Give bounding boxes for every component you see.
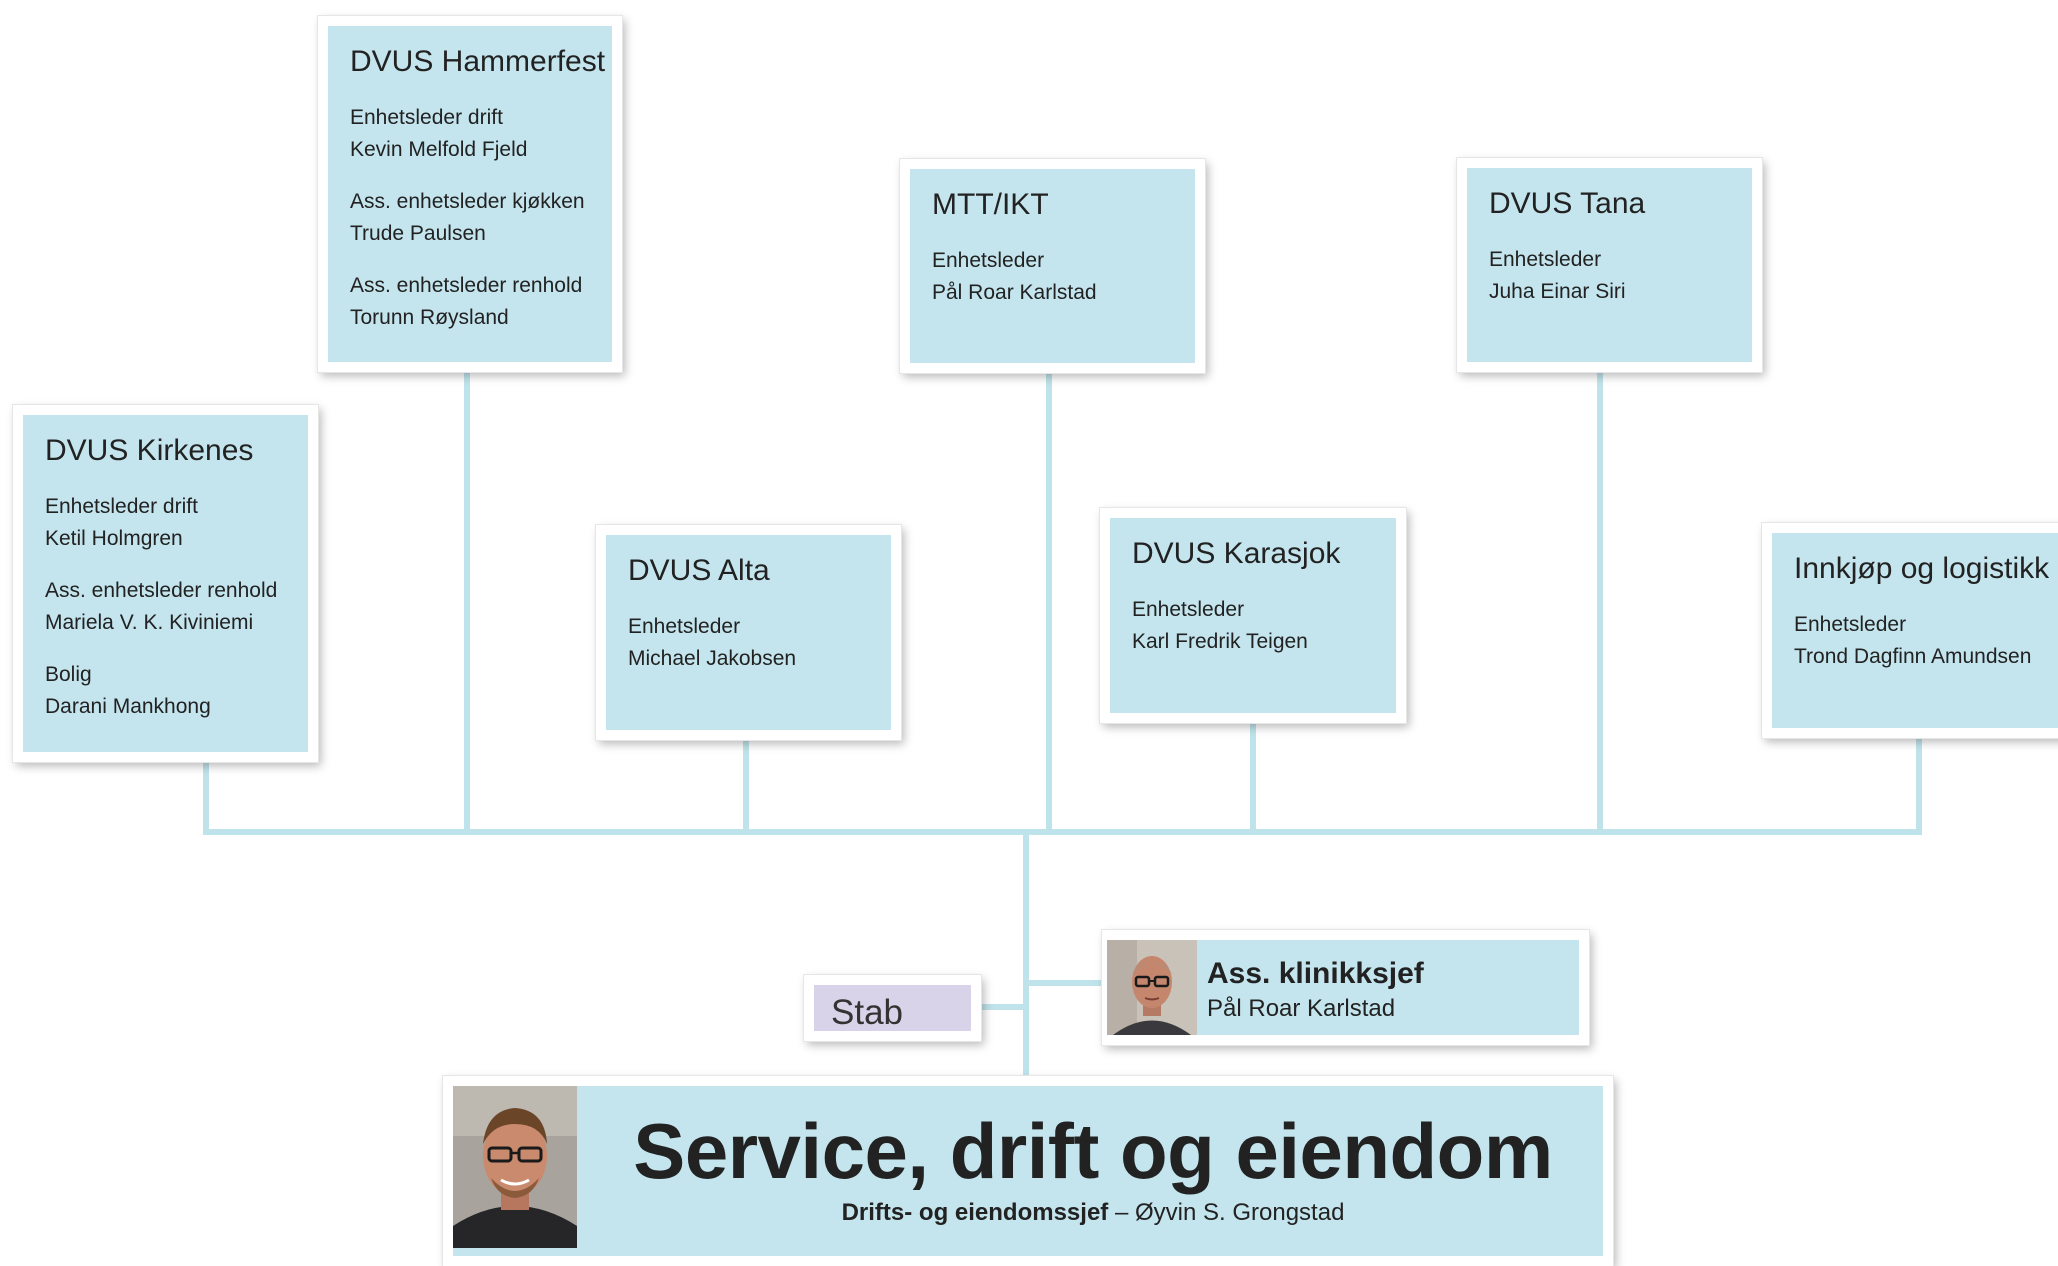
role-entry: Ass. enhetsleder renhold Mariela V. K. K… bbox=[45, 575, 288, 639]
role-entry: Enhetsleder Trond Dagfinn Amundsen bbox=[1794, 609, 2048, 673]
connector-assistant bbox=[1026, 980, 1104, 986]
unit-box-alta: DVUS Alta Enhetsleder Michael Jakobsen bbox=[596, 525, 901, 740]
stab-box: Stab bbox=[804, 975, 981, 1041]
role-title: Ass. enhetsleder renhold bbox=[350, 274, 583, 297]
leader-name: Øyvin S. Grongstad bbox=[1134, 1199, 1345, 1226]
unit-box-hammerfest: DVUS Hammerfest Enhetsleder drift Kevin … bbox=[318, 16, 622, 372]
role-title: Enhetsleder bbox=[932, 249, 1045, 272]
department-box: Service, drift og eiendom Drifts- og eie… bbox=[443, 1076, 1613, 1266]
avatar-image bbox=[1107, 940, 1197, 1035]
stab-label: Stab bbox=[831, 993, 903, 1032]
department-leader-line: Drifts- og eiendomssjef – Øyvin S. Grong… bbox=[593, 1198, 1593, 1228]
person-name: Pål Roar Karlstad bbox=[932, 281, 1097, 304]
unit-box-tana: DVUS Tana Enhetsleder Juha Einar Siri bbox=[1457, 158, 1762, 372]
unit-box-kirkenes: DVUS Kirkenes Enhetsleder drift Ketil Ho… bbox=[13, 405, 318, 762]
role-title: Enhetsleder drift bbox=[45, 495, 198, 518]
role-entry: Enhetsleder drift Kevin Melfold Fjeld bbox=[350, 102, 592, 166]
person-name: Mariela V. K. Kiviniemi bbox=[45, 611, 254, 634]
role-entry: Ass. enhetsleder kjøkken Trude Paulsen bbox=[350, 186, 592, 250]
role-title: Enhetsleder bbox=[1489, 248, 1602, 271]
connector-kirkenes bbox=[203, 760, 209, 832]
role-title: Enhetsleder bbox=[628, 615, 741, 638]
unit-title: DVUS Tana bbox=[1489, 187, 1646, 220]
person-name: Michael Jakobsen bbox=[628, 647, 797, 670]
unit-title: DVUS Kirkenes bbox=[45, 434, 254, 467]
connector-alta bbox=[743, 738, 749, 832]
unit-title: DVUS Karasjok bbox=[1132, 537, 1341, 570]
person-name: Trond Dagfinn Amundsen bbox=[1794, 645, 2032, 668]
assistant-title: Ass. klinikksjef bbox=[1207, 957, 1424, 990]
connector-stab bbox=[978, 1004, 1026, 1010]
connector-karasjok bbox=[1250, 722, 1256, 832]
role-entry: Ass. enhetsleder renhold Torunn Røysland bbox=[350, 270, 592, 334]
leader-photo bbox=[453, 1086, 577, 1248]
unit-box-karasjok: DVUS Karasjok Enhetsleder Karl Fredrik T… bbox=[1100, 508, 1406, 723]
role-title: Ass. enhetsleder renhold bbox=[45, 579, 278, 602]
unit-title: MTT/IKT bbox=[932, 188, 1049, 221]
person-name: Karl Fredrik Teigen bbox=[1132, 630, 1308, 653]
connector-innkjop bbox=[1916, 736, 1922, 832]
department-title: Service, drift og eiendom bbox=[633, 1107, 1553, 1195]
role-title: Enhetsleder drift bbox=[350, 106, 503, 129]
role-entry: Enhetsleder Juha Einar Siri bbox=[1489, 244, 1732, 308]
unit-title: DVUS Alta bbox=[628, 554, 770, 587]
unit-title: DVUS Hammerfest bbox=[350, 45, 606, 78]
connector-bus bbox=[203, 829, 1922, 835]
person-photo bbox=[1107, 940, 1197, 1035]
assistant-name: Pål Roar Karlstad bbox=[1207, 995, 1396, 1022]
connector-hammerfest bbox=[464, 372, 470, 832]
role-entry: Enhetsleder drift Ketil Holmgren bbox=[45, 491, 288, 555]
unit-box-mtt-ikt: MTT/IKT Enhetsleder Pål Roar Karlstad bbox=[900, 159, 1205, 373]
role-title: Enhetsleder bbox=[1132, 598, 1245, 621]
avatar-image bbox=[453, 1086, 577, 1248]
connector-mtt-ikt bbox=[1046, 372, 1052, 832]
role-entry: Bolig Darani Mankhong bbox=[45, 659, 288, 723]
role-entry: Enhetsleder Karl Fredrik Teigen bbox=[1132, 594, 1376, 658]
connector-tana bbox=[1597, 370, 1603, 832]
unit-title: Innkjøp og logistikk bbox=[1794, 552, 2050, 585]
assistant-box: Ass. klinikksjef Pål Roar Karlstad bbox=[1102, 930, 1589, 1045]
separator: – bbox=[1108, 1199, 1135, 1226]
person-name: Trude Paulsen bbox=[350, 222, 486, 245]
person-name: Torunn Røysland bbox=[350, 306, 509, 329]
person-name: Ketil Holmgren bbox=[45, 527, 183, 550]
person-name: Kevin Melfold Fjeld bbox=[350, 138, 528, 161]
person-name: Darani Mankhong bbox=[45, 695, 211, 718]
role-entry: Enhetsleder Michael Jakobsen bbox=[628, 611, 871, 675]
role-entry: Enhetsleder Pål Roar Karlstad bbox=[932, 245, 1175, 309]
leader-role: Drifts- og eiendomssjef bbox=[841, 1199, 1109, 1226]
connector-trunk bbox=[1023, 832, 1029, 1080]
role-title: Ass. enhetsleder kjøkken bbox=[350, 190, 585, 213]
unit-box-innkjop: Innkjøp og logistikk Enhetsleder Trond D… bbox=[1762, 523, 2058, 738]
role-title: Bolig bbox=[45, 663, 92, 686]
role-title: Enhetsleder bbox=[1794, 613, 1907, 636]
person-name: Juha Einar Siri bbox=[1489, 280, 1626, 303]
